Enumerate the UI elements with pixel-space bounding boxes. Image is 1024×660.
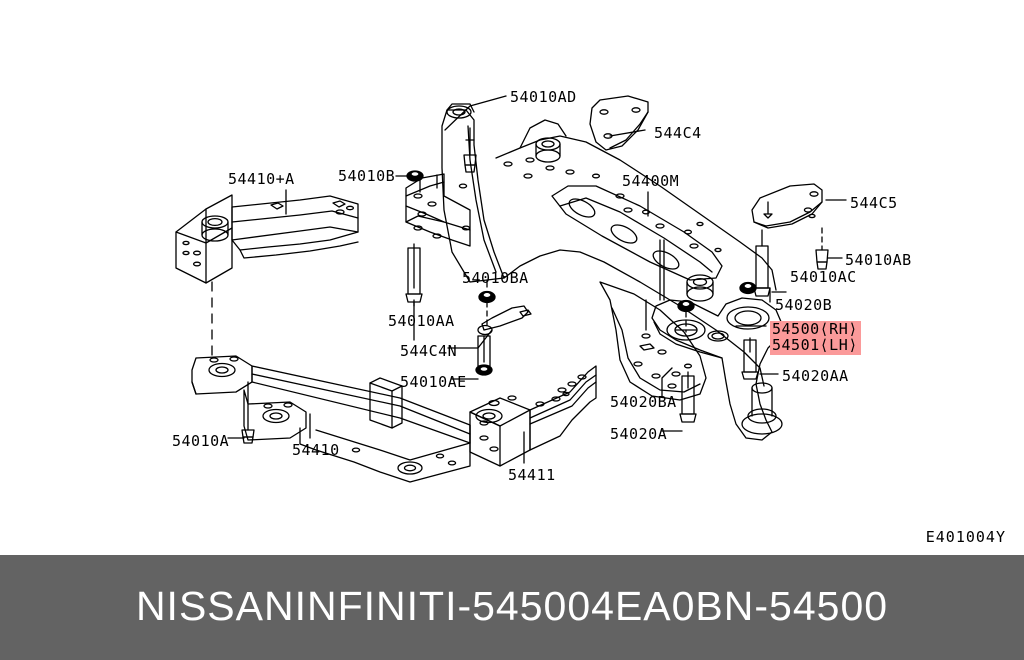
part-label-54010ae[interactable]: 54010AE	[400, 373, 467, 391]
part-544C4	[589, 95, 649, 151]
part-54410-plus-a	[175, 194, 359, 284]
parts-diagram-canvas: 54410+A 54010B 54010AD 544C4 54400M 544C…	[172, 88, 1006, 546]
part-label-54020b[interactable]: 54020B	[775, 296, 833, 314]
part-54500-54501	[651, 297, 783, 441]
part-544C4N	[477, 305, 532, 336]
part-label-54010ad[interactable]: 54010AD	[510, 88, 577, 106]
diagram-reference-code: E401004Y	[925, 528, 1006, 546]
part-label-544c4[interactable]: 544C4	[654, 124, 702, 142]
part-54400M	[405, 103, 777, 401]
part-label-54410-plus-a[interactable]: 54410+A	[228, 170, 295, 188]
part-54010BA	[478, 290, 496, 327]
part-number-lh-text: 54501⟨LH⟩	[772, 335, 858, 354]
part-number-text: 54010AD	[510, 88, 577, 106]
part-label-54410[interactable]: 54410	[292, 441, 340, 459]
footer-group-prefix: N	[723, 583, 755, 629]
footer-group-separator: -	[754, 583, 770, 629]
part-number-text: 54020A	[610, 425, 668, 443]
part-label-54400m[interactable]: 54400M	[622, 172, 680, 190]
part-label-54020ba[interactable]: 54020BA	[610, 393, 677, 411]
brand-infiniti: INFINITI	[294, 583, 458, 629]
part-number-text: 54411	[508, 466, 556, 484]
part-number-text: 54400M	[622, 172, 680, 190]
leader-lines	[227, 95, 847, 464]
part-number-text: 54410+A	[228, 170, 295, 188]
part-number-text: 54010AE	[400, 373, 467, 391]
part-number-text: 544C4N	[400, 342, 458, 360]
footer-group-number: 54500	[769, 583, 889, 629]
part-label-54010ba[interactable]: 54010BA	[462, 269, 529, 287]
part-label-54010a[interactable]: 54010A	[172, 432, 230, 450]
part-54020A	[679, 371, 697, 423]
part-number-text: 54410	[292, 441, 340, 459]
part-number-rh-text: 54500⟨RH⟩	[772, 320, 858, 338]
part-number-text: 54010B	[338, 167, 396, 185]
part-number-text: 54010A	[172, 432, 230, 450]
part-54411	[469, 365, 597, 467]
footer-part-number: 545004EA0B	[472, 583, 724, 629]
part-number-text: 54020AA	[782, 367, 849, 385]
part-label-54010b[interactable]: 54010B	[338, 167, 396, 185]
part-54010AA	[405, 243, 423, 341]
part-label-54010ab[interactable]: 54010AB	[845, 251, 912, 269]
part-number-text: 54010AB	[845, 251, 912, 269]
part-label-54020aa[interactable]: 54020AA	[782, 367, 849, 385]
part-54010AB	[815, 227, 829, 270]
part-number-text: 54010AA	[388, 312, 455, 330]
brand-nissan: NISSAN	[135, 583, 295, 629]
part-number-text: 54020BA	[610, 393, 677, 411]
part-54010AE	[475, 335, 493, 376]
part-54010AD	[463, 127, 477, 173]
part-54010B	[406, 170, 424, 182]
part-label-544c5[interactable]: 544C5	[850, 194, 898, 212]
footer-banner: NISSANINFINITI-545004EA0BN-54500	[0, 555, 1024, 660]
part-label-544c4n[interactable]: 544C4N	[400, 342, 458, 360]
part-544C5	[751, 183, 823, 229]
parts-diagram-illustration	[175, 95, 847, 483]
part-number-text: 54010AC	[790, 268, 857, 286]
part-number-text: 54020B	[775, 296, 833, 314]
part-54020BA	[677, 299, 695, 333]
part-54010AC	[753, 229, 771, 297]
part-label-54411[interactable]: 54411	[508, 466, 556, 484]
part-54020AA	[741, 337, 759, 380]
part-number-text: 54010BA	[462, 269, 529, 287]
part-number-text: 544C4	[654, 124, 702, 142]
footer-separator: -	[457, 583, 473, 629]
part-number-text: 544C5	[850, 194, 898, 212]
part-label-54020a[interactable]: 54020A	[610, 425, 668, 443]
part-label-54010aa[interactable]: 54010AA	[388, 312, 455, 330]
footer-caption: NISSANINFINITI-545004EA0BN-54500	[0, 583, 1024, 630]
part-54020B	[739, 281, 757, 295]
part-label-54500-highlighted[interactable]: 54500⟨RH⟩ 54501⟨LH⟩	[770, 321, 861, 355]
part-label-54010ac[interactable]: 54010AC	[790, 268, 857, 286]
part-54010A	[241, 381, 255, 444]
